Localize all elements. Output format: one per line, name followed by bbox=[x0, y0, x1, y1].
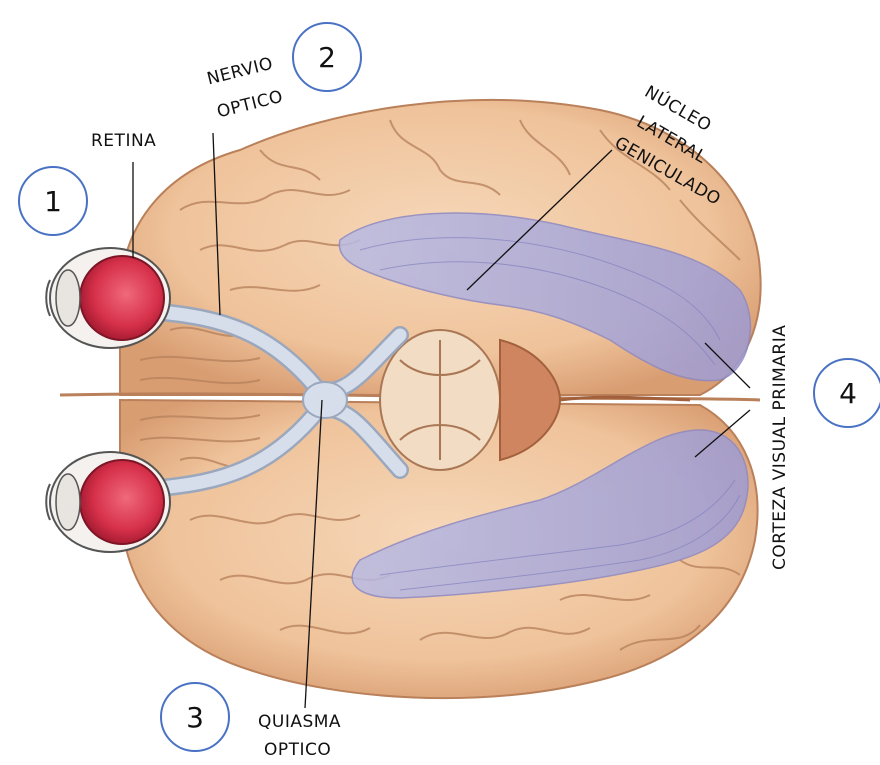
marker-2: 2 bbox=[292, 22, 362, 92]
marker-4: 4 bbox=[813, 358, 880, 428]
eye-lower bbox=[46, 452, 170, 552]
marker-1: 1 bbox=[18, 166, 88, 236]
label-quiasma: QUIASMA bbox=[258, 712, 341, 732]
marker-3: 3 bbox=[160, 682, 230, 752]
label-retina: RETINA bbox=[91, 131, 156, 151]
label-optico-chiasm: OPTICO bbox=[264, 740, 331, 760]
optic-chiasm bbox=[303, 382, 347, 418]
eye-upper bbox=[46, 248, 170, 348]
label-corteza: CORTEZA VISUAL PRIMARIA bbox=[770, 325, 790, 570]
